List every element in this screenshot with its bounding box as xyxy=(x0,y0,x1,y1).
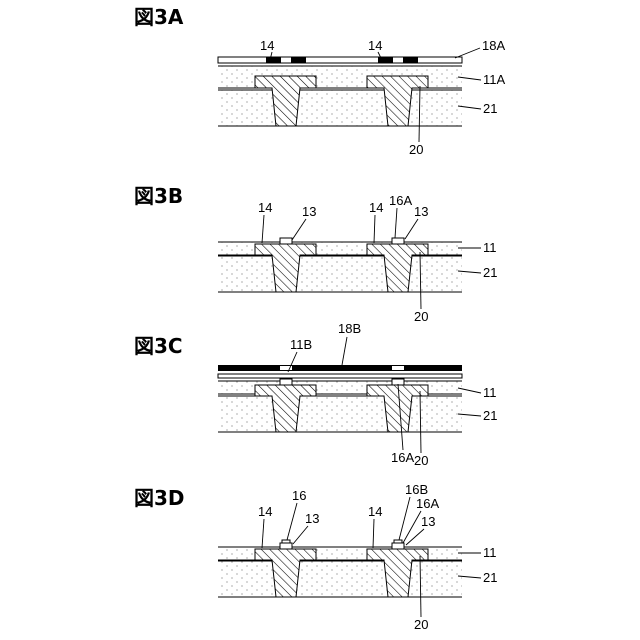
bump-13-left xyxy=(280,379,292,385)
photomask-18a xyxy=(218,57,462,63)
label-11: 11 xyxy=(483,240,497,255)
label-13-left: 13 xyxy=(305,511,319,526)
bump-13-right xyxy=(392,543,404,549)
label-14-right: 14 xyxy=(368,38,382,53)
figure-3a: 図3A 14 14 18A 11A 21 20 xyxy=(134,5,505,157)
figure-3c: 図3C 11B 18B 11 21 16A 20 xyxy=(134,321,497,468)
label-21: 21 xyxy=(483,408,497,423)
label-21: 21 xyxy=(483,265,497,280)
label-14-left: 14 xyxy=(258,504,272,519)
substrate-21 xyxy=(218,90,462,126)
bump-13-right xyxy=(392,238,404,244)
label-11: 11 xyxy=(483,545,497,560)
label-11a: 11A xyxy=(483,72,505,87)
figure-3a-title: 図3A xyxy=(134,5,184,29)
label-11b: 11B xyxy=(290,337,312,352)
label-16b: 16B xyxy=(405,482,428,497)
label-14-right: 14 xyxy=(368,504,382,519)
plating-16-left xyxy=(282,540,290,543)
bump-13-left xyxy=(280,238,292,244)
figure-3b-title: 図3B xyxy=(134,184,183,208)
label-11: 11 xyxy=(483,385,497,400)
photomask-18b xyxy=(218,365,462,371)
label-14-left: 14 xyxy=(258,200,272,215)
label-14-right: 14 xyxy=(369,200,383,215)
label-18a: 18A xyxy=(482,38,505,53)
label-13-right: 13 xyxy=(421,514,435,529)
label-20: 20 xyxy=(414,617,428,632)
label-16a: 16A xyxy=(389,193,412,208)
label-14-left: 14 xyxy=(260,38,274,53)
label-21: 21 xyxy=(483,570,497,585)
substrate-21 xyxy=(218,396,462,432)
label-20: 20 xyxy=(414,309,428,324)
label-13-left: 13 xyxy=(302,204,316,219)
figure-3d: 図3D 14 16 13 14 16B 16A 13 11 21 xyxy=(134,482,497,632)
label-16a: 16A xyxy=(416,496,439,511)
label-20: 20 xyxy=(414,453,428,468)
bump-13-left xyxy=(280,543,292,549)
plating-16b-right xyxy=(394,540,402,543)
substrate-21 xyxy=(218,256,462,292)
figure-3d-title: 図3D xyxy=(134,486,185,510)
label-16a: 16A xyxy=(391,450,414,465)
label-16: 16 xyxy=(292,488,306,503)
label-13-right: 13 xyxy=(414,204,428,219)
figure-3b: 図3B 14 13 14 16A 13 11 21 20 xyxy=(134,184,497,324)
label-21: 21 xyxy=(483,101,497,116)
label-20: 20 xyxy=(409,142,423,157)
figure-3c-title: 図3C xyxy=(134,334,183,358)
substrate-21 xyxy=(218,561,462,597)
label-18b: 18B xyxy=(338,321,361,336)
